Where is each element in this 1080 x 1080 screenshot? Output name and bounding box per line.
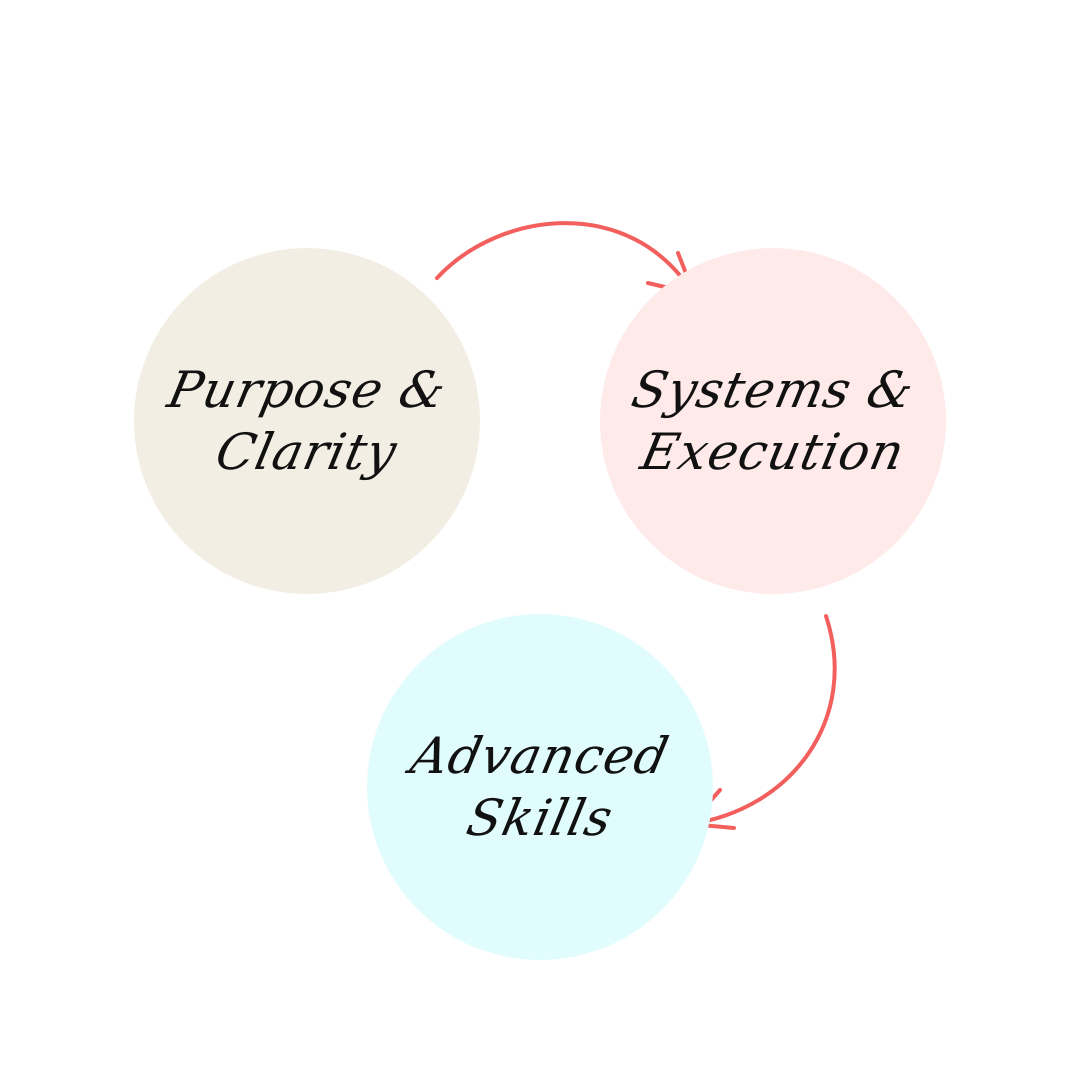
arrow-purpose-to-systems-curve	[435, 221, 694, 294]
node-systems-label-line-2: Execution	[635, 423, 911, 481]
arrow-purpose-to-systems	[435, 221, 696, 296]
node-systems-execution: Systems & Execution	[600, 248, 946, 594]
node-systems-label-line-1: Systems &	[626, 361, 920, 419]
node-purpose-label-line-1: Purpose &	[162, 361, 452, 419]
node-skills-label-line-1: Advanced	[405, 727, 675, 785]
node-advanced-skills: Advanced Skills	[367, 614, 713, 960]
node-purpose-clarity: Purpose & Clarity	[134, 248, 480, 594]
node-purpose-label-line-2: Clarity	[211, 423, 403, 481]
node-skills-label-line-2: Skills	[461, 789, 619, 847]
